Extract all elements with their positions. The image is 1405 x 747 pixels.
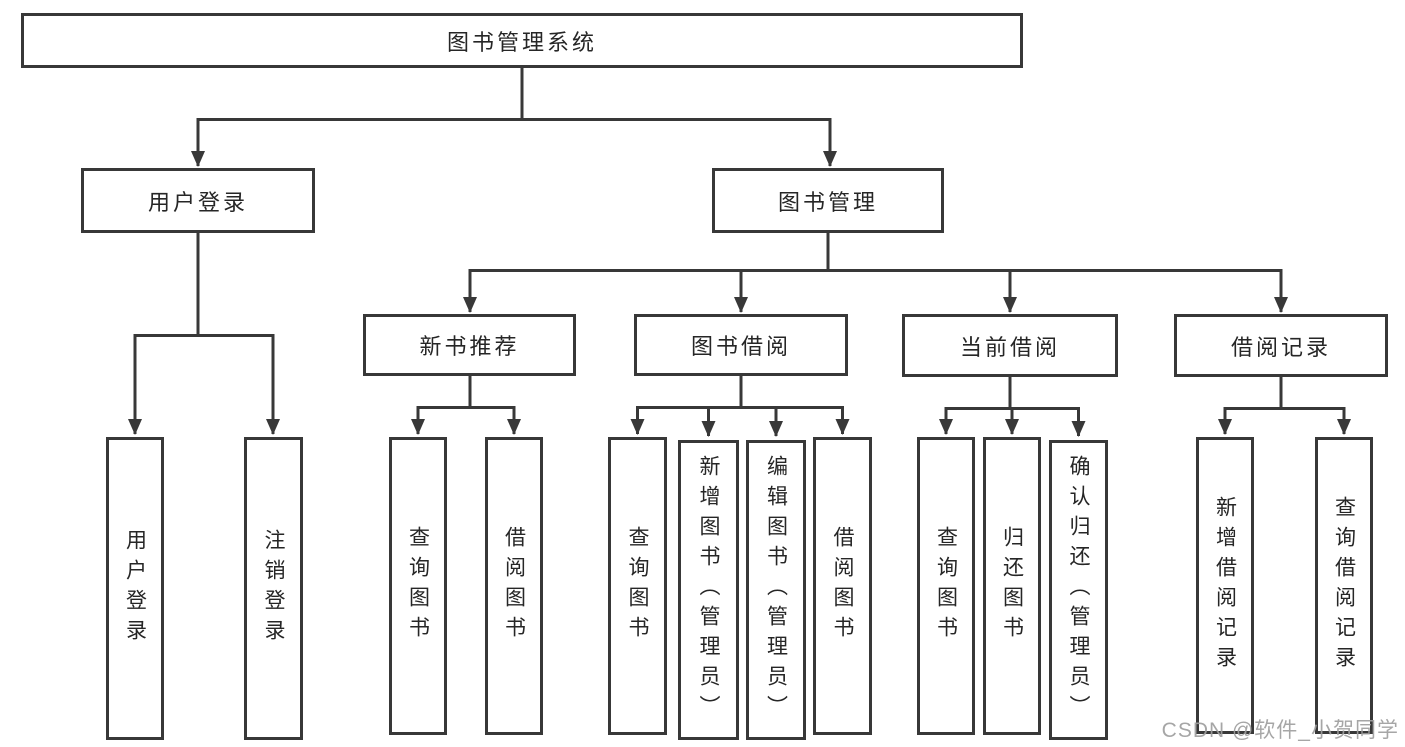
node-current-borrowing: 当前借阅 [902,314,1118,377]
node-root-label: 图书管理系统 [446,29,597,55]
node-user-login-label: 用户登录 [147,189,248,215]
node-leaf-recommend-borrow-books: 借阅图书 [485,437,543,735]
leaf-label: 编辑图书（管理员） [764,455,788,725]
leaf-label: 借阅图书 [502,526,526,646]
node-book-management-label: 图书管理 [777,189,878,215]
node-leaf-borrow-borrow-books: 借阅图书 [813,437,872,735]
leaf-label: 查询图书 [406,526,430,646]
leaf-label: 注销登录 [262,528,285,649]
node-book-borrowing-label: 图书借阅 [690,334,791,359]
leaf-label: 用户登录 [123,528,147,649]
node-new-book-recommend-label: 新书推荐 [419,334,520,359]
leaf-label: 借阅图书 [831,526,854,646]
node-leaf-records-add-record: 新增借阅记录 [1196,437,1254,734]
node-leaf-user-login: 用户登录 [106,437,164,740]
node-current-borrowing-label: 当前借阅 [959,334,1060,360]
leaf-label: 查询图书 [626,526,649,646]
node-new-book-recommend: 新书推荐 [363,314,576,376]
leaf-label: 查询图书 [934,526,958,646]
leaf-label: 确认归还（管理员） [1067,455,1090,725]
node-leaf-logout: 注销登录 [244,437,303,740]
node-user-login: 用户登录 [81,168,315,233]
node-leaf-records-query-record: 查询借阅记录 [1315,437,1373,734]
node-book-borrowing: 图书借阅 [634,314,848,376]
node-leaf-recommend-query-books: 查询图书 [389,437,447,735]
node-borrowing-records: 借阅记录 [1174,314,1388,377]
node-root-library-system: 图书管理系统 [21,13,1023,68]
watermark: CSDN @软件_小贺同学 [1161,719,1399,742]
leaf-label: 新增图书（管理员） [697,455,720,725]
leaf-label: 新增借阅记录 [1213,495,1237,676]
node-leaf-current-confirm-return-admin: 确认归还（管理员） [1049,440,1108,740]
node-leaf-current-return-books: 归还图书 [983,437,1041,735]
node-leaf-current-query-books: 查询图书 [917,437,975,735]
leaf-label: 归还图书 [1000,526,1024,646]
leaf-label: 查询借阅记录 [1332,495,1356,676]
node-leaf-borrow-add-books-admin: 新增图书（管理员） [678,440,739,740]
node-leaf-borrow-query-books: 查询图书 [608,437,667,735]
node-borrowing-records-label: 借阅记录 [1230,334,1331,360]
node-leaf-borrow-edit-books-admin: 编辑图书（管理员） [746,440,806,740]
node-book-management: 图书管理 [712,168,944,233]
